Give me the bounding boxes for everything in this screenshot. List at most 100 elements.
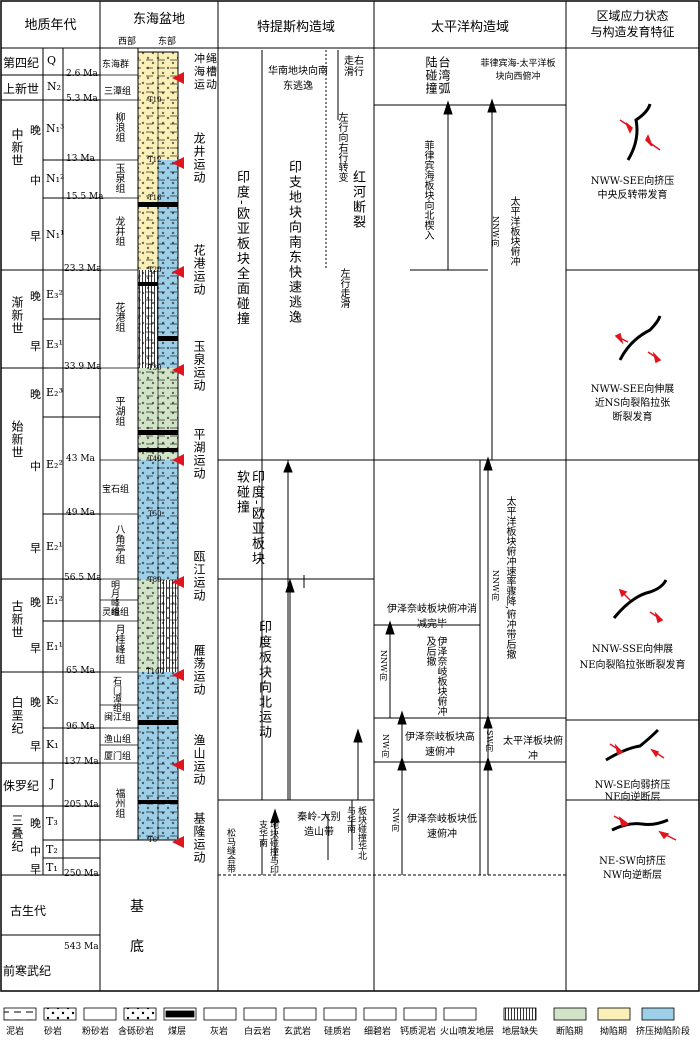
text-izanagi-retreat: 伊泽奈岐板块俯冲及后撤 [424, 636, 446, 716]
legend-label: 白云岩 [244, 1027, 272, 1037]
sub-symbol: K₂ [46, 694, 59, 707]
legend-label: 灰岩 [210, 1027, 229, 1037]
period-j-sym: J [50, 777, 55, 790]
legend-label: 地层缺失 [502, 1027, 539, 1037]
horizon: T40 [148, 455, 162, 463]
period-miocene: 中新世 [10, 128, 24, 167]
stress-5-a: NE-SW向挤压 [599, 856, 666, 867]
sub-symbol: K₁ [46, 738, 59, 751]
text-philippine-ne: 菲律宾海-太平洋板块向西俯冲 [480, 59, 556, 82]
formation: 明月峰组 [109, 580, 119, 616]
stress-2-a: NWW-SEE向伸展 [590, 384, 675, 395]
period-paleocene: 古新世 [10, 600, 24, 639]
formation: 厦门组 [104, 752, 132, 762]
stress-2-b: 近NS向裂陷拉张 [594, 398, 671, 409]
legend-label: 泥岩 [6, 1027, 25, 1037]
sub-symbol: E₃² [46, 288, 63, 301]
text-izanagi-complete: 伊泽奈岐板块俯冲消减完毕 [387, 604, 477, 630]
text-full-collision: 印度-欧亚板块全面碰撞 [234, 170, 249, 327]
formation: 东海群 [102, 60, 130, 70]
age-label: 15.5 Ma [66, 192, 104, 202]
sub-symbol: E₃¹ [46, 338, 63, 351]
formation: 石门潭组 [111, 676, 121, 712]
horizon: T100 [146, 668, 165, 676]
formation: 龙井组 [113, 216, 124, 246]
stress-3-b: NE向裂陷拉张断裂发育 [579, 660, 686, 671]
age-label: 96 Ma [66, 722, 95, 732]
text-izanagi-slow: 伊泽奈岐板块低速俯冲 [407, 814, 477, 840]
formation: 三潭组 [104, 87, 132, 97]
text-left-slip: 左行走滑 [338, 268, 349, 308]
sub-symbol: N₁³ [46, 122, 65, 135]
sub-epoch: 晚 [30, 696, 41, 709]
event-yandang: 雁荡运动 [192, 644, 206, 696]
event-huagang: 花港运动 [192, 244, 206, 296]
formation: 玉泉组 [113, 163, 124, 193]
formation: 柳浪组 [113, 112, 124, 142]
sub-symbol: E₂¹ [46, 540, 63, 553]
text-soft-collision: 印度-欧亚板块软碰撞 [234, 470, 264, 567]
age-label: 43 Ma [66, 454, 95, 464]
sub-epoch: 晚 [30, 124, 41, 137]
formation: 花港组 [113, 302, 124, 332]
header-basin-west: 西部 [118, 37, 137, 47]
age-label: 137 Ma [64, 757, 99, 767]
text-pacific-slow: 太平洋板块俯冲速率骤降,俯冲带后撤 [504, 496, 515, 660]
formation: 渔山组 [104, 735, 132, 745]
horizon: T80 [148, 576, 162, 584]
stress-4-b: NE向逆断层 [604, 792, 661, 803]
formation: 福州组 [113, 788, 124, 818]
stress-1-b: 中央反转带发育 [597, 190, 668, 201]
age-label: 23.3 Ma [64, 264, 102, 274]
dir-label: NW向 [391, 808, 400, 832]
period-eocene: 始新世 [10, 420, 24, 459]
stress-2-c: 断裂发育 [612, 412, 653, 423]
formation: 灵峰组 [102, 608, 130, 618]
sub-epoch: 早 [30, 340, 41, 353]
dir-label: SW向 [485, 730, 494, 752]
basement: 底 [130, 939, 144, 955]
event-pinghu: 平湖运动 [192, 428, 206, 480]
dir-label: NNW向 [491, 570, 500, 601]
legend-label: 粉砂岩 [82, 1027, 110, 1037]
horizon: T30 [148, 364, 162, 372]
sub-epoch: 晚 [30, 290, 41, 303]
period-jurassic: 侏罗纪 [3, 779, 40, 793]
legend-label: 断陷期 [556, 1027, 584, 1037]
period-n2-sym: N₂ [47, 80, 62, 93]
horizon: T6 [148, 836, 158, 844]
dir-label: NNW向 [379, 650, 388, 681]
sub-epoch: 早 [30, 740, 41, 753]
event-oujiang: 瓯江运动 [192, 550, 206, 602]
text-right-slip: 走右滑行 [344, 56, 364, 78]
dir-label: NW向 [381, 734, 390, 758]
period-cretaceous: 白垩纪 [10, 696, 24, 735]
period-q: 第四纪 [3, 56, 40, 70]
period-n2: 上新世 [3, 82, 40, 96]
legend-label: 玄武岩 [284, 1027, 312, 1037]
sub-epoch: 早 [30, 542, 41, 555]
horizon: T10 [148, 96, 162, 104]
stress-1-a: NWW-SEE向挤压 [590, 176, 675, 187]
sub-epoch: 晚 [30, 388, 41, 401]
sub-symbol: T₁ [46, 861, 58, 874]
dir-label: NNW向 [491, 216, 500, 247]
header-basin-east: 东部 [158, 37, 177, 47]
legend-label: 煤层 [168, 1027, 187, 1037]
sub-symbol: T₃ [46, 815, 58, 828]
age-label: 13 Ma [66, 154, 95, 164]
sub-epoch: 中 [30, 174, 41, 187]
sub-epoch: 中 [30, 845, 41, 858]
text-izanagi-fast: 伊泽奈岐板块高速俯冲 [405, 732, 475, 758]
text-pacific-sub2: 太平洋板块俯冲 [503, 736, 563, 762]
sub-epoch: 早 [30, 642, 41, 655]
age-label: 5.3 Ma [66, 94, 98, 104]
formation: 平湖组 [113, 396, 124, 426]
legend-label: 挤压拗陷阶段 [636, 1027, 691, 1037]
text-red-river: 红河断裂 [350, 170, 365, 230]
header-pacific: 太平洋构造域 [430, 20, 509, 35]
event-yuquan: 玉泉运动 [192, 340, 206, 392]
text-north-china: 板块碰撞华北与华南 [345, 806, 366, 860]
sub-epoch: 晚 [30, 596, 41, 609]
